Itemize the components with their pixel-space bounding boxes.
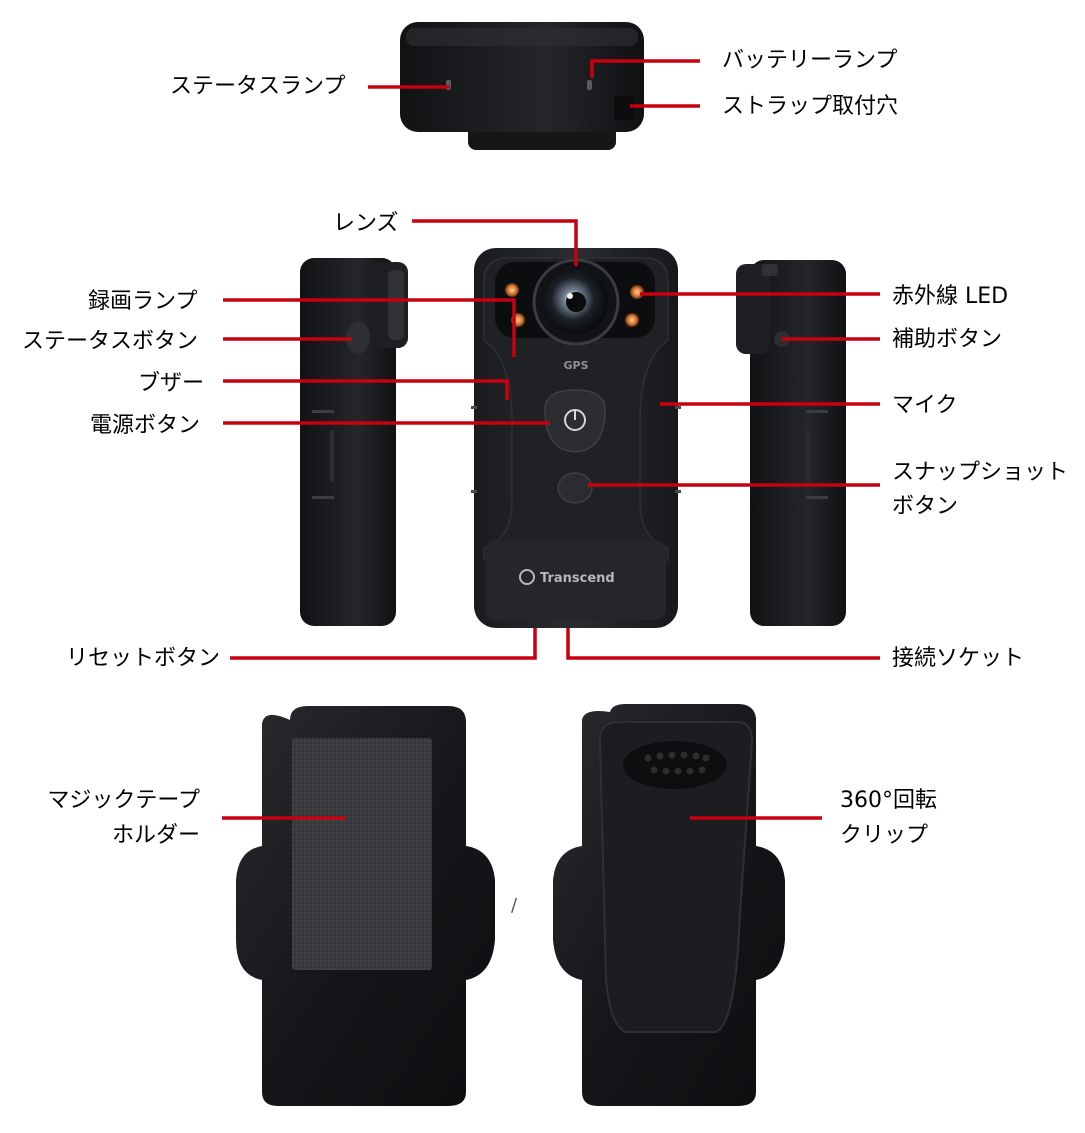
leader-lines (222, 59, 880, 820)
battery-lamp-dot (587, 80, 592, 90)
label-mic: マイク (892, 393, 958, 418)
camera-right-side-view (736, 260, 846, 626)
camera-top-view (400, 22, 644, 150)
leader-reset-button (230, 628, 537, 660)
status-button-shape (346, 322, 370, 354)
strap-hole (614, 96, 634, 120)
clip-tongue (598, 721, 754, 1033)
label-power-button: 電源ボタン (90, 413, 201, 438)
label-status-button: ステータスボタン (22, 329, 199, 354)
camera-left-side-view (300, 258, 408, 626)
velcro-holder-illustration (236, 706, 495, 1106)
label-aux-button: 補助ボタン (892, 327, 1003, 352)
rotating-clip-illustration (553, 704, 785, 1106)
label-record-lamp: 録画ランプ (88, 289, 198, 314)
separator-slash: / (511, 895, 518, 916)
label-strap-hole: ストラップ取付穴 (722, 94, 899, 119)
label-snapshot-button-line1: スナップショット (892, 460, 1069, 485)
leader-battery-lamp (590, 59, 700, 78)
label-lens: レンズ (333, 211, 399, 236)
label-velcro-holder-line2: ホルダー (111, 823, 200, 848)
gps-text: GPS (563, 359, 588, 372)
leader-record-lamp (223, 298, 516, 357)
camera-front-view: GPS Transcend (471, 248, 681, 628)
label-status-lamp: ステータスランプ (170, 74, 346, 99)
velcro-patch (292, 738, 432, 970)
leader-lens (412, 219, 578, 266)
label-rotating-clip-line2: クリップ (840, 823, 929, 848)
label-infrared-led: 赤外線 LED (892, 284, 1009, 309)
brand-logo-text: Transcend (540, 571, 615, 586)
label-velcro-holder-line1: マジックテープ (47, 788, 200, 813)
label-snapshot-button-line2: ボタン (892, 494, 959, 519)
label-buzzer: ブザー (138, 371, 205, 396)
label-reset-button: リセットボタン (66, 646, 221, 671)
label-rotating-clip-line1: 360°回転 (840, 788, 937, 813)
leader-buzzer (223, 379, 509, 400)
label-connection-socket: 接続ソケット (892, 646, 1025, 671)
label-battery-lamp: バッテリーランプ (722, 48, 898, 73)
leader-connection-socket (566, 628, 880, 660)
